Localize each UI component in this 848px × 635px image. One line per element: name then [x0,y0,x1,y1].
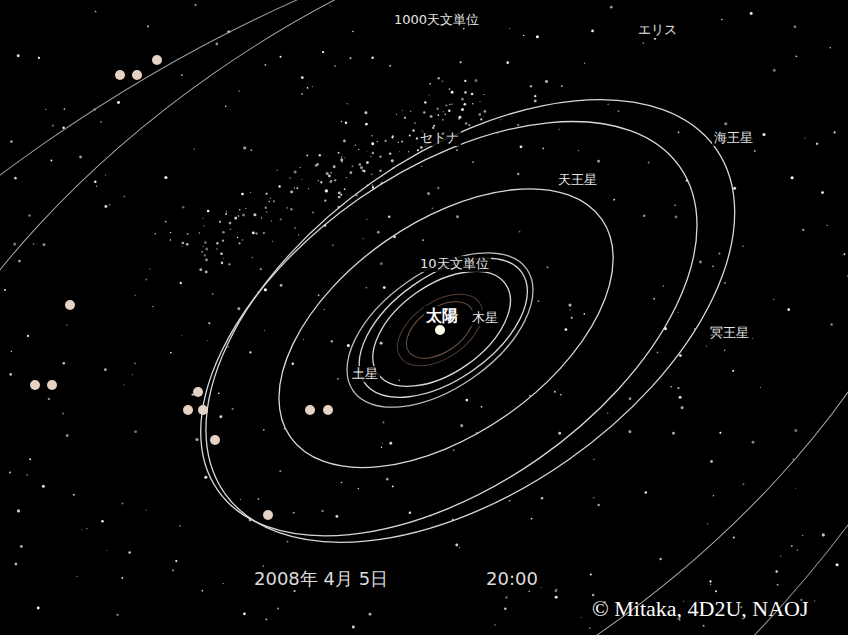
planet-label: エリス [636,22,679,38]
planet-label: セドナ [418,130,461,146]
sun-label: 太陽 [424,306,460,325]
planet-label: 土星 [350,366,380,382]
scale-label: 1000天文単位 [392,12,481,28]
scale-label: 10天文単位 [418,256,491,272]
planet-label: 天王星 [556,172,599,188]
date-label: 2008年 4月 5日 [252,568,390,590]
planet-label: 木星 [470,310,500,326]
planet-label: 冥王星 [708,325,751,341]
copyright-note: © Mitaka, 4D2U, NAOJ [590,596,811,622]
time-label: 20:00 [484,568,540,590]
planet-label: 海王星 [712,130,755,146]
